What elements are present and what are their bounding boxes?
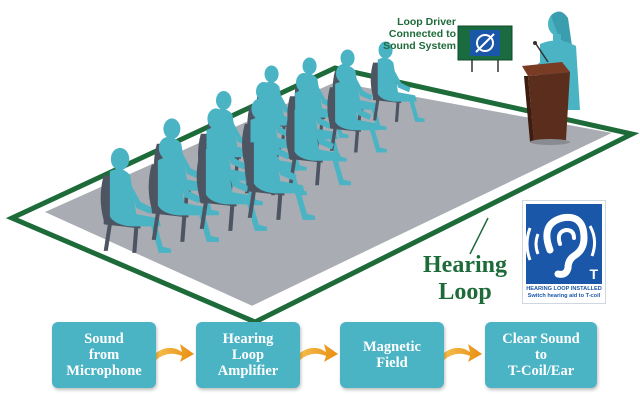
- seated-person: [327, 63, 387, 153]
- person-head: [378, 41, 393, 59]
- person-head: [163, 118, 181, 140]
- person-head: [340, 49, 355, 67]
- person-arm: [272, 146, 297, 182]
- chair-legs: [288, 158, 321, 186]
- arrow-right-icon: [152, 344, 194, 362]
- person-leg: [369, 123, 387, 153]
- chair-legs: [373, 100, 400, 122]
- person-arm: [353, 73, 373, 101]
- person-head: [251, 98, 269, 120]
- sign-caption-2: Switch hearing aid to T-coil: [527, 293, 601, 299]
- flow-arrows: [152, 344, 482, 362]
- person-head: [335, 63, 352, 83]
- hearing-loop-sign: T HEARING LOOP INSTALLED Switch hearing …: [522, 200, 606, 304]
- loop-leader-line: [469, 217, 489, 255]
- person-body: [109, 169, 161, 227]
- person-leg: [294, 185, 316, 220]
- person-arm: [350, 90, 372, 120]
- person-head: [207, 108, 225, 130]
- person-arm: [270, 108, 292, 138]
- person-head: [264, 65, 279, 83]
- chair-legs: [151, 213, 187, 242]
- person-body: [294, 107, 342, 161]
- person-arm: [311, 117, 334, 150]
- chair-legs: [329, 128, 360, 153]
- person-head: [254, 114, 274, 138]
- person-head: [110, 147, 130, 171]
- person-arm: [267, 127, 290, 160]
- person-leg: [332, 153, 351, 186]
- step-sound-from-microphone: Sound from Microphone: [52, 322, 156, 388]
- sign-panel: T: [526, 204, 602, 284]
- person-head: [302, 57, 317, 75]
- hearing-loop-title: Hearing Loop: [423, 252, 507, 305]
- podium: [522, 41, 570, 145]
- sign-caption-1: HEARING LOOP INSTALLED: [526, 286, 602, 292]
- person-head: [158, 136, 178, 160]
- person-head: [215, 90, 232, 110]
- arrow-right-icon: [440, 344, 482, 362]
- chair-legs: [247, 191, 283, 220]
- person-leg: [408, 95, 425, 122]
- person-arm: [391, 65, 411, 93]
- person-body: [335, 81, 379, 131]
- person-body: [253, 136, 305, 194]
- loop-driver-box: [457, 25, 513, 72]
- person-body: [205, 147, 257, 205]
- chair-legs: [199, 202, 235, 231]
- step-hearing-loop-amplifier: Hearing Loop Amplifier: [196, 322, 300, 388]
- loop-driver-label: Loop Driver Connected to Sound System: [383, 16, 456, 52]
- person-arm: [223, 137, 246, 170]
- person-head: [295, 72, 312, 92]
- audience: [100, 41, 425, 253]
- chair-legs: [103, 224, 139, 253]
- person-body: [377, 57, 417, 102]
- seated-person: [100, 147, 172, 253]
- ear-icon: [526, 213, 597, 278]
- person-head: [295, 88, 313, 110]
- person-arm: [224, 157, 249, 193]
- person-arm: [179, 147, 202, 180]
- seated-person: [244, 114, 316, 220]
- person-arm: [310, 99, 332, 129]
- person-arm: [176, 168, 201, 204]
- step-magnetic-field: Magnetic Field: [340, 322, 444, 388]
- arrow-right-icon: [296, 344, 338, 362]
- person-head: [255, 81, 272, 101]
- step-clear-sound: Clear Sound to T-Coil/Ear: [485, 322, 597, 388]
- person-body: [157, 158, 209, 216]
- seated-person: [286, 88, 351, 186]
- person-arm: [128, 179, 153, 215]
- sign-letter: T: [589, 266, 598, 282]
- person-head: [206, 125, 226, 149]
